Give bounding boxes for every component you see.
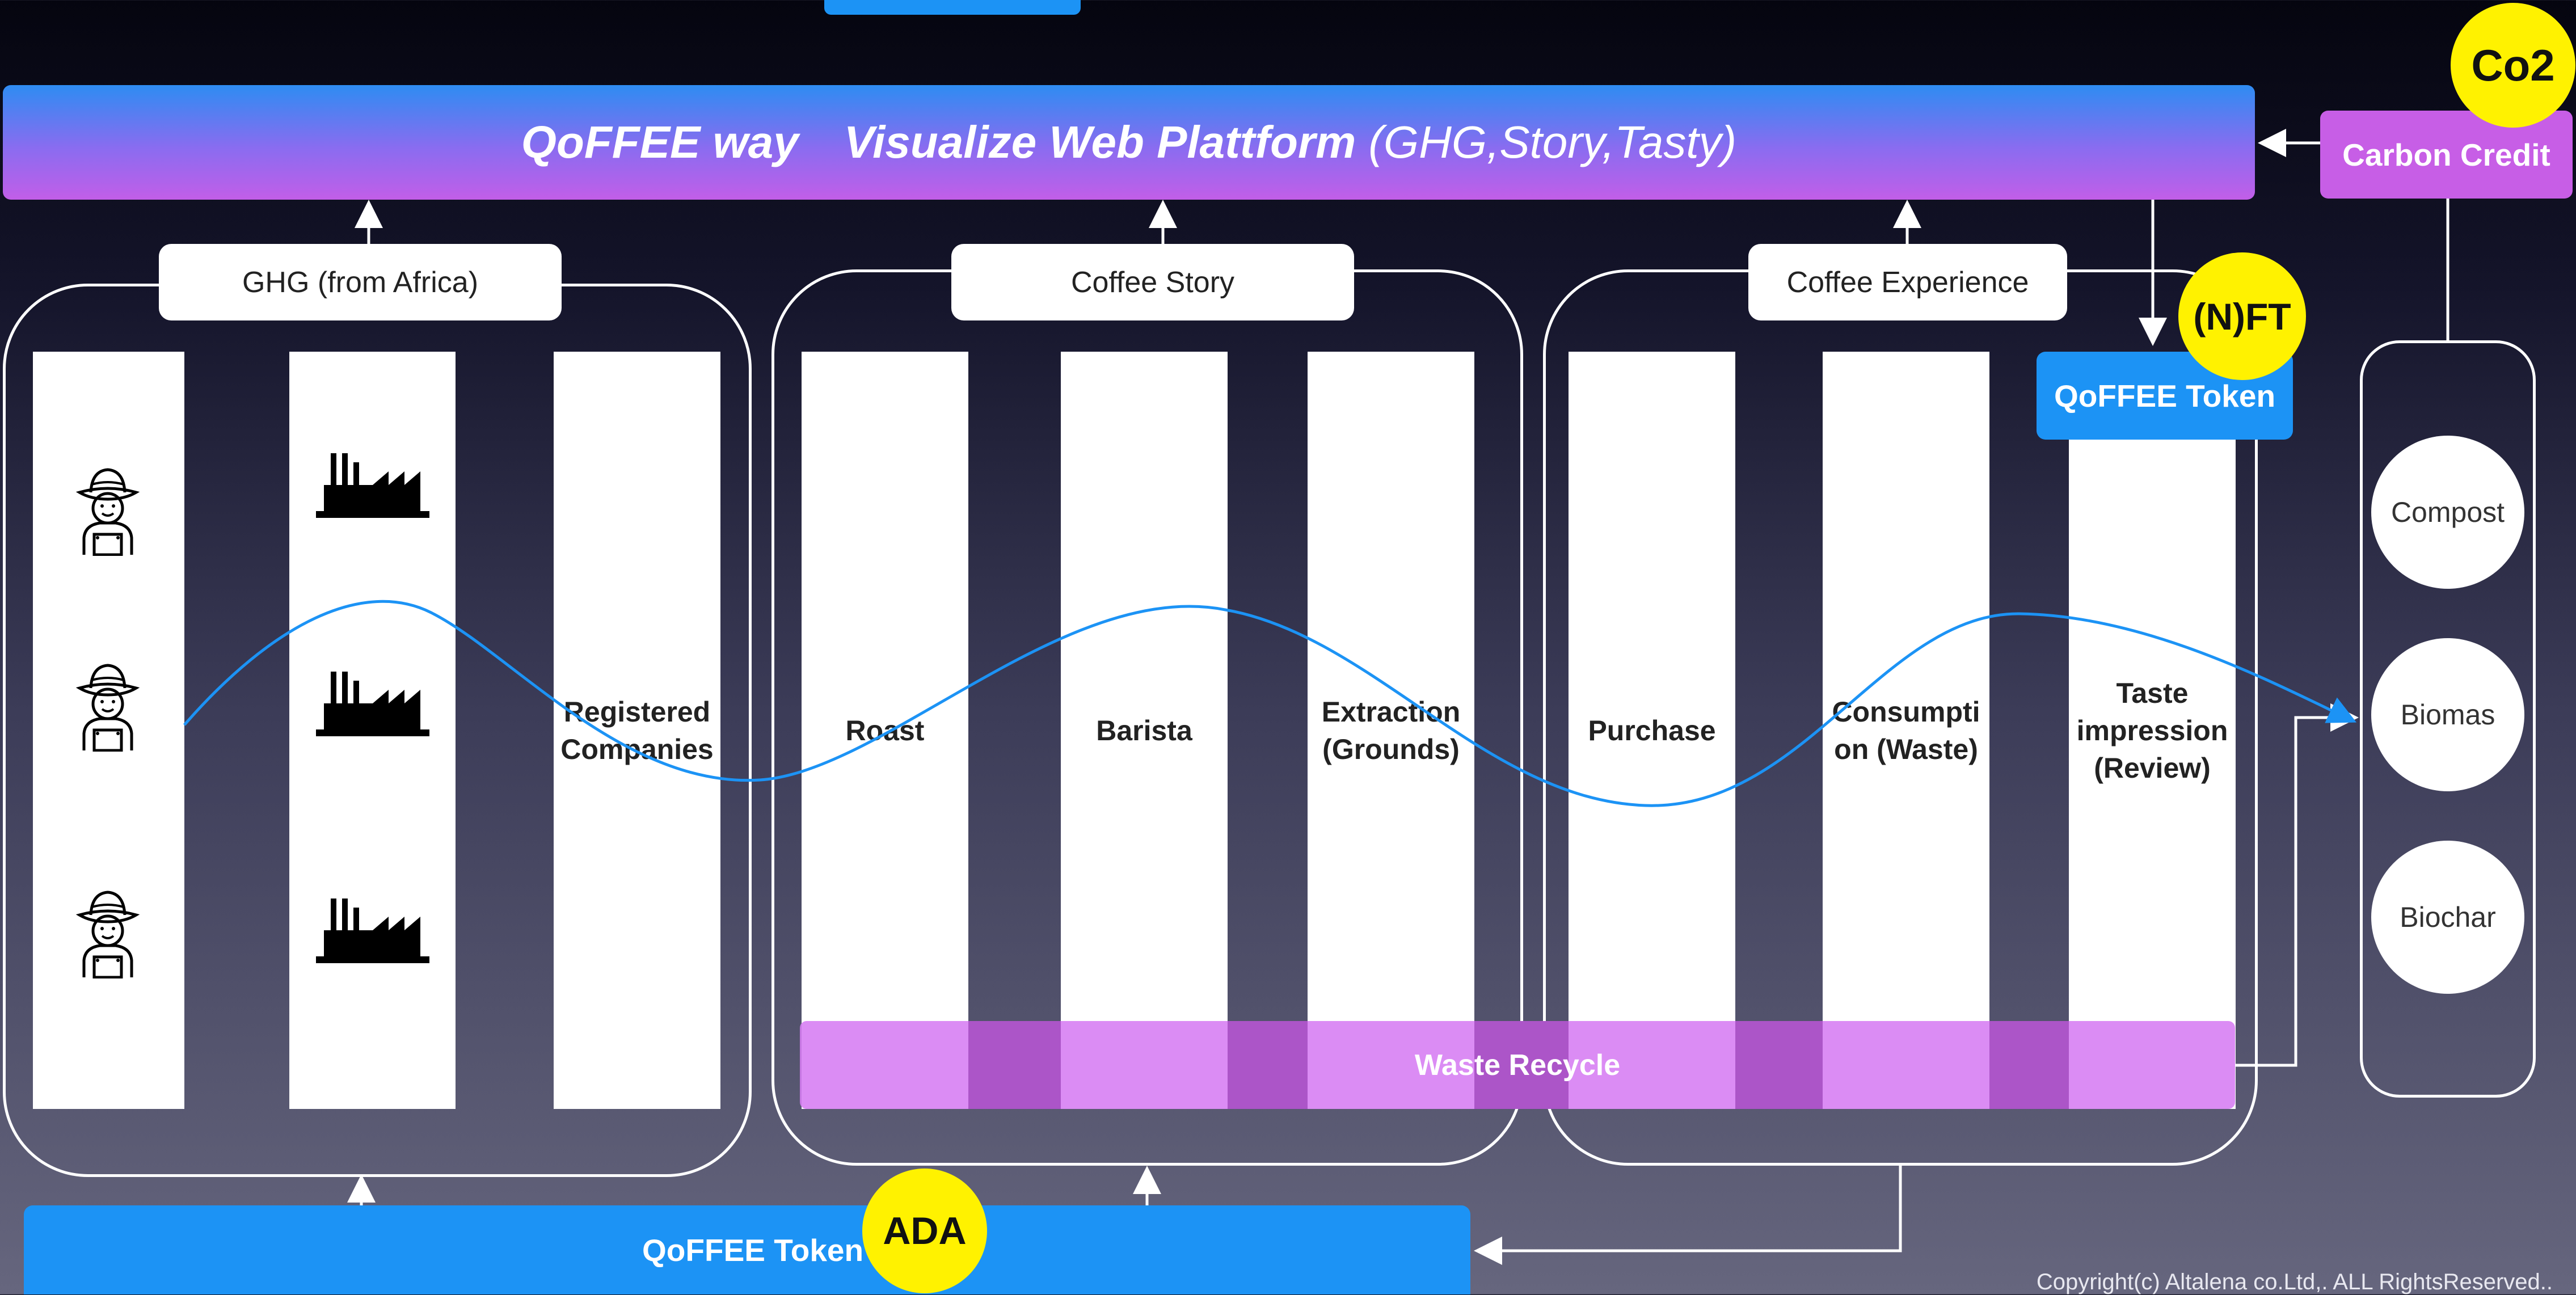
factory-icon <box>316 899 429 963</box>
waste-band-overlap <box>1989 1021 2069 1109</box>
consumption-label: Consumpti on (Waste) <box>1832 695 1980 765</box>
column-purchase: Purchase <box>1569 352 1735 1109</box>
column-taste-impression: Taste impression (Review) <box>2069 352 2236 1109</box>
coffee-experience-group-label: Coffee Experience <box>1748 244 2067 320</box>
banner-title-qoffee-way: QoFFEE way <box>521 117 799 167</box>
barista-label: Barista <box>1096 714 1192 746</box>
copyright-text: Copyright(c) Altalena co.Ltd,. ALL Right… <box>2036 1269 2553 1294</box>
bottom-qoffee-token-bar: QoFFEE Token <box>24 1205 1470 1294</box>
column-roast: Roast <box>802 352 968 1109</box>
compost-circle: Compost <box>2371 436 2524 589</box>
nft-badge: (N)FT <box>2178 252 2306 380</box>
farmer-icon <box>79 470 136 555</box>
ghg-group-label: GHG (from Africa) <box>159 244 562 320</box>
column-extraction: Extraction (Grounds) <box>1308 352 1474 1109</box>
factory-icon <box>316 453 429 518</box>
column-barista: Barista <box>1061 352 1228 1109</box>
taste-impression-label: Taste impression (Review) <box>2076 677 2228 784</box>
biomas-circle: Biomas <box>2371 638 2524 791</box>
column-consumption: Consumpti on (Waste) <box>1823 352 1989 1109</box>
co2-badge: Co2 <box>2451 3 2575 128</box>
factory-icon <box>316 672 429 736</box>
group-recycle-outputs <box>2360 340 2536 1098</box>
farmer-icon <box>79 892 136 977</box>
arrow-experience-to-token <box>1474 1166 1902 1265</box>
extraction-label: Extraction (Grounds) <box>1321 695 1461 765</box>
banner-title-platform: Visualize Web Plattform <box>844 117 1356 167</box>
banner-subtitle: (GHG,Story,Tasty) <box>1368 117 1737 167</box>
waste-recycle-label: Waste Recycle <box>1414 1048 1621 1082</box>
value-flow-wave <box>183 600 2357 807</box>
column-registered-companies: Registered Companies <box>554 352 720 1109</box>
bottom-qoffee-token-label: QoFFEE Token <box>642 1232 864 1268</box>
purchase-label: Purchase <box>1588 714 1716 746</box>
waste-band-overlap <box>968 1021 1061 1109</box>
biochar-circle: Biochar <box>2371 841 2524 994</box>
coffee-story-group-label: Coffee Story <box>951 244 1354 320</box>
arrow-waste-recycle-to-outputs <box>2235 703 2359 1067</box>
waste-band-overlap <box>1474 1021 1569 1109</box>
visualize-web-platform-banner: QoFFEE way Visualize Web Plattform (GHG,… <box>3 85 2255 200</box>
carbon-credit-box: Carbon Credit <box>2320 111 2573 199</box>
farmer-icon <box>79 665 136 750</box>
ada-badge: ADA <box>862 1169 987 1293</box>
top-blue-bar-fragment <box>824 0 1081 15</box>
waste-band-overlap <box>1228 1021 1308 1109</box>
waste-band-overlap <box>1735 1021 1823 1109</box>
